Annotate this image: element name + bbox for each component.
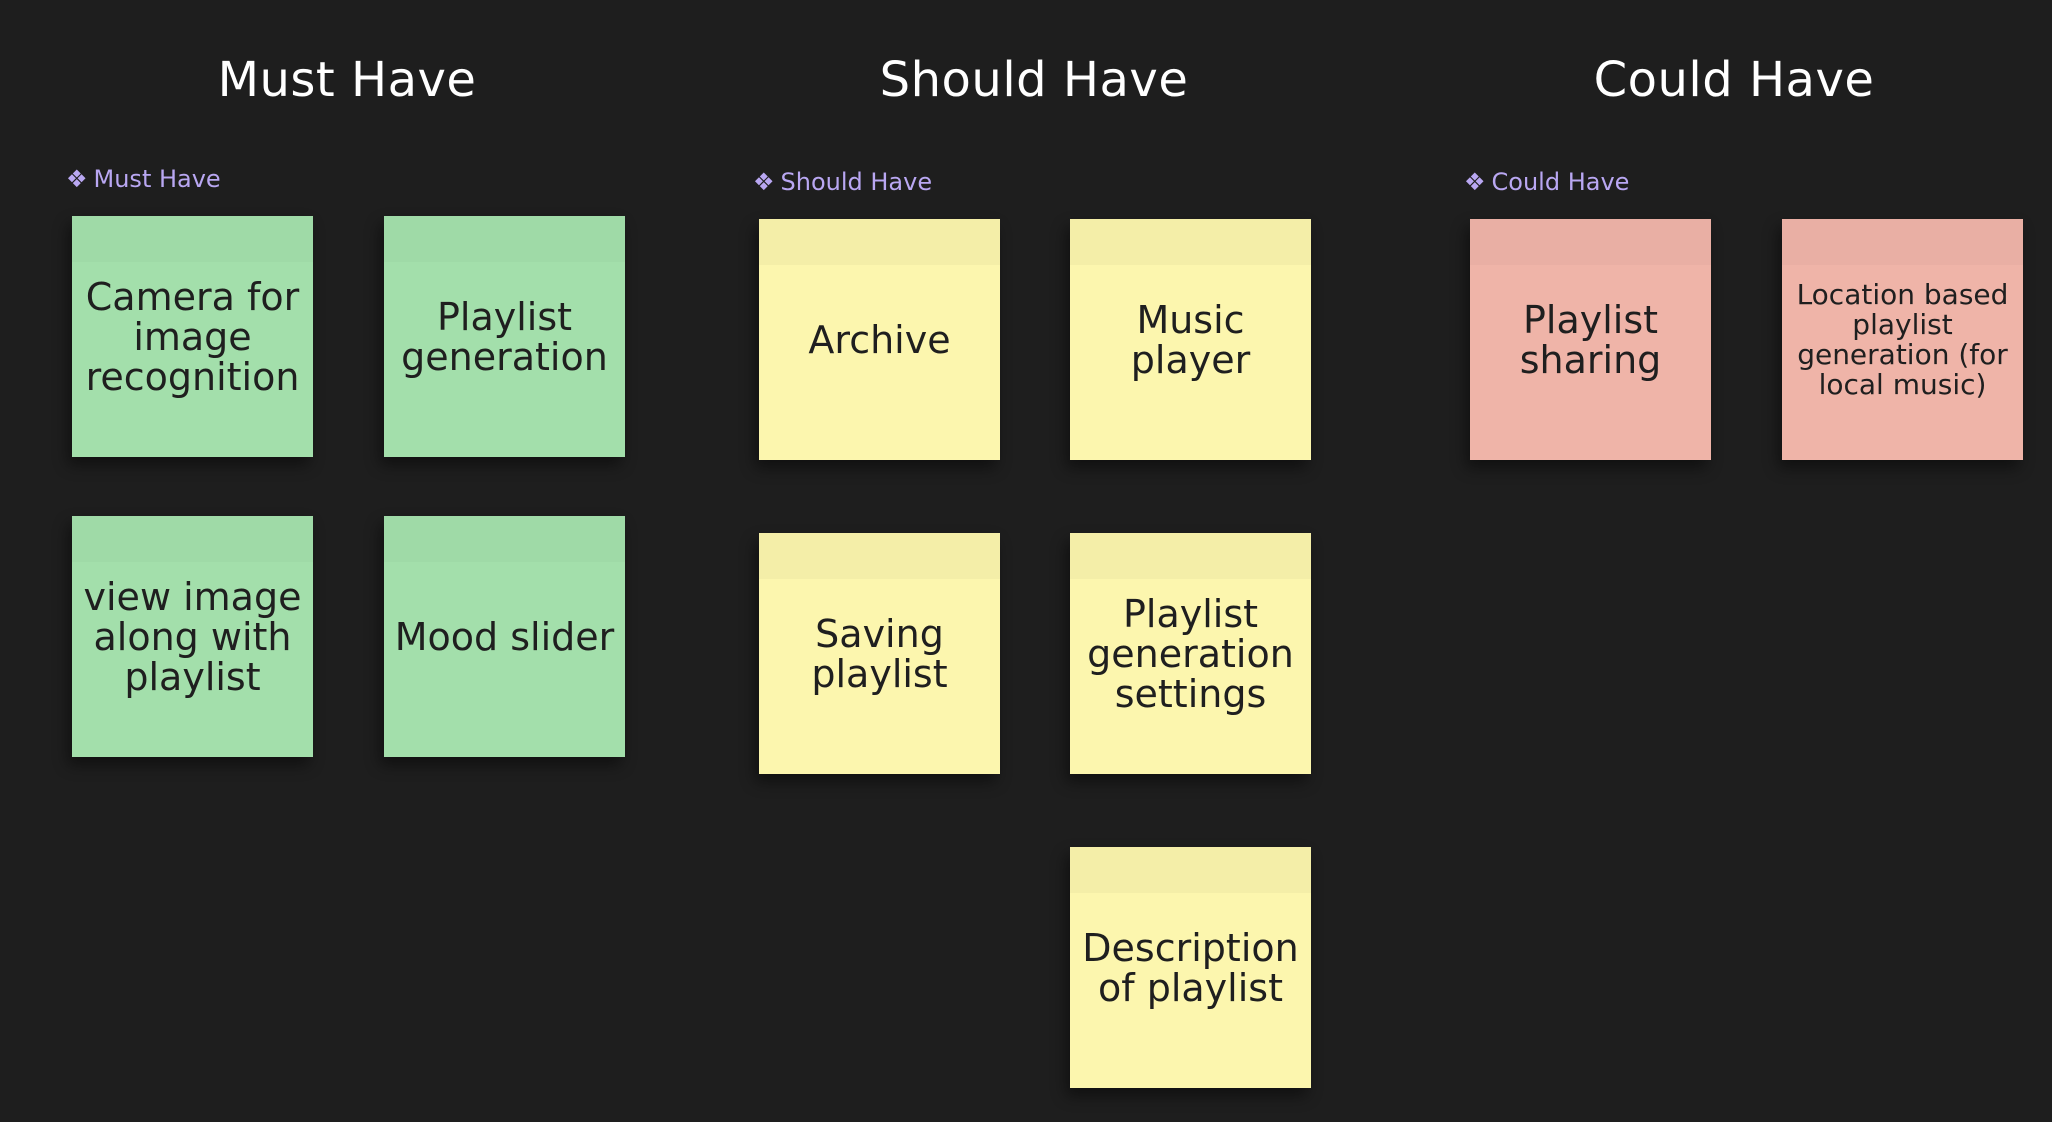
sticky-note-text: Playlist sharing [1519,297,1662,382]
sticky-note-text: Location based playlist generation (for … [1796,277,2009,401]
sticky-note[interactable]: Playlist generation [384,216,625,457]
sticky-note-text: Camera for image recognition [85,274,300,399]
section-label-should-have[interactable]: ❖ Should Have [753,167,932,197]
section-label-must-have[interactable]: ❖ Must Have [66,164,221,194]
component-icon: ❖ [66,165,88,193]
sticky-note-text: Playlist generation [401,294,608,379]
sticky-note[interactable]: Location based playlist generation (for … [1782,219,2023,460]
sticky-note-text: Playlist generation settings [1087,591,1294,716]
sticky-note-text: view image along with playlist [83,574,302,699]
sticky-note[interactable]: view image along with playlist [72,516,313,757]
sticky-note[interactable]: Saving playlist [759,533,1000,774]
section-label-text: Should Have [780,168,933,196]
sticky-note-text: Music player [1130,297,1251,382]
sticky-note[interactable]: Archive [759,219,1000,460]
sticky-note[interactable]: Description of playlist [1070,847,1311,1088]
column-title-must-have: Must Have [217,52,477,108]
sticky-note[interactable]: Playlist generation settings [1070,533,1311,774]
column-title-should-have: Should Have [879,52,1189,108]
sticky-note[interactable]: Mood slider [384,516,625,757]
sticky-note[interactable]: Music player [1070,219,1311,460]
column-title-could-have: Could Have [1593,52,1875,108]
sticky-note-text: Mood slider [394,614,615,659]
section-label-could-have[interactable]: ❖ Could Have [1464,167,1629,197]
sticky-note[interactable]: Camera for image recognition [72,216,313,457]
component-icon: ❖ [1464,168,1486,196]
sticky-note-text: Saving playlist [811,611,948,696]
sticky-note-text: Description of playlist [1082,925,1299,1010]
section-label-text: Could Have [1491,168,1630,196]
component-icon: ❖ [753,168,775,196]
section-label-text: Must Have [93,165,221,193]
sticky-note-text: Archive [808,317,951,362]
sticky-note[interactable]: Playlist sharing [1470,219,1711,460]
